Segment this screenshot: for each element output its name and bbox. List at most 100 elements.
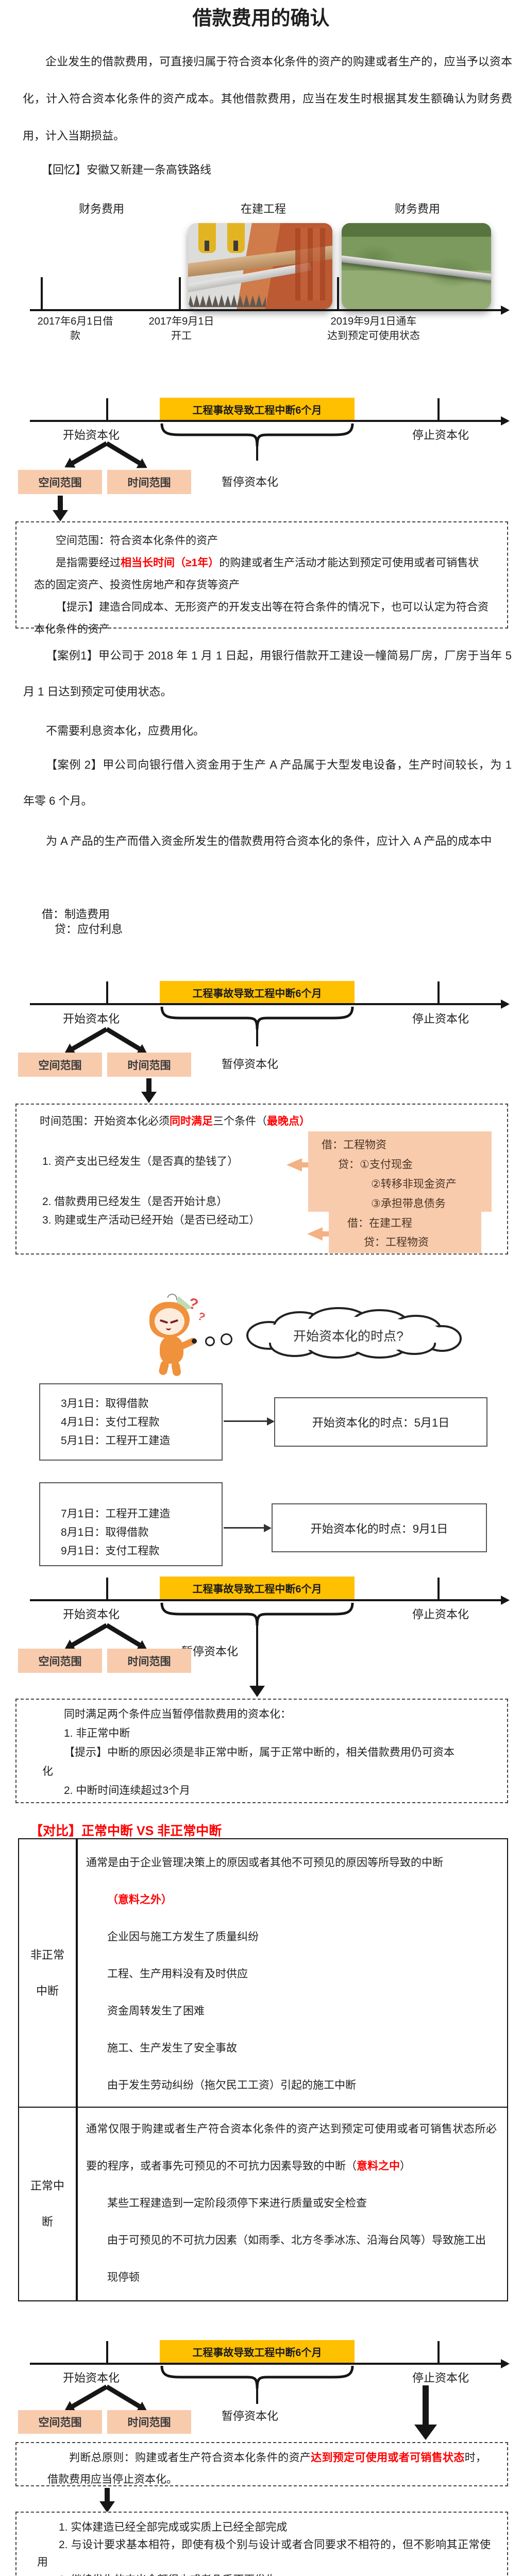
suspend-stem	[256, 445, 258, 461]
space-scope-label: 空间范围	[38, 477, 82, 489]
interrupt-badge: 工程事故导致工程中断6个月	[160, 398, 355, 420]
crane-slot	[233, 241, 238, 251]
exampleA-arrow	[224, 1420, 268, 1422]
diagramB-tick-stop	[437, 981, 440, 1004]
abnormal-desc-red: （意料之外）	[107, 1894, 172, 1906]
principle-down-arrow-head-icon	[99, 2501, 115, 2513]
time-scope-title-red2: 最晚点	[267, 1115, 299, 1127]
time-scope-title-a: 时间范围：开始资本化必须	[40, 1115, 170, 1127]
normal-desc-red: 意料之中	[357, 2160, 400, 2172]
interrupt-badge: 工程事故导致工程中断6个月	[160, 1577, 355, 1599]
stop-down-arrow-head-icon	[414, 2425, 437, 2440]
exampleB-event-1: 7月1日：工程开工建造	[61, 1508, 171, 1520]
exampleA-events-box: 3月1日：取得借款 4月1日：支付工程款 5月1日：工程开工建造	[39, 1383, 223, 1461]
diagramA-axis	[30, 420, 502, 422]
entry2-line1: 借：在建工程	[347, 1217, 412, 1229]
table-row-header-abnormal: 非正常中断	[19, 1839, 77, 2107]
branch-arrow-right	[105, 2384, 142, 2409]
journal-entry-debit: 借：制造费用	[42, 908, 110, 921]
time-condition-2: 2. 借款费用已经发生（是否开始计息）	[42, 1196, 228, 1208]
time-scope-title: 时间范围：开始资本化必须同时满足三个条件（最晚点）	[40, 1113, 310, 1128]
thought-dot-3	[221, 1333, 232, 1345]
suspend-brace-icon	[160, 1006, 354, 1030]
stop-condition-1: 1. 实体建造已经全部完成或实质上已经全部完成	[59, 2521, 288, 2533]
interrupt-label: 工程事故导致工程中断6个月	[192, 988, 322, 999]
suspend-line2: 1. 非正常中断	[64, 1727, 130, 1739]
suspend-stem-long	[256, 1624, 258, 1686]
entry1-line3: ②转移非现金资产	[371, 1178, 457, 1190]
journal-entry-credit: 贷：应付利息	[55, 923, 123, 936]
principle-down-arrow	[105, 2488, 110, 2501]
stop-capitalization-label: 停止资本化	[412, 2371, 469, 2384]
suspend-stem	[256, 1028, 258, 1046]
space-scope-label: 空间范围	[38, 1655, 82, 1668]
interrupt-badge: 工程事故导致工程中断6个月	[160, 2340, 355, 2363]
stop-principle-text: 判断总原则：购建或者生产符合资本化条件的资产达到预定可使用或者可销售状态时，借款…	[47, 2447, 486, 2490]
branch-arrow-left	[71, 441, 108, 466]
thought-dot-1	[192, 1338, 197, 1344]
intro-paragraph: 企业发生的借款费用，可直接归属于符合资本化条件的资产的购建或者生产的，应当予以资…	[23, 55, 512, 142]
abnormal-item-1: 企业因与施工方发生了质量纠纷	[107, 1931, 259, 1943]
compare-table: 非正常中断 通常是由于企业管理决策上的原因或者其他不可预见的原因等所导致的中断 …	[18, 1838, 508, 2301]
stop-capitalization-label: 停止资本化	[412, 1012, 469, 1025]
thought-bubble-text: 开始资本化的时点?	[293, 1329, 403, 1344]
crane-slot	[205, 241, 209, 251]
branch-arrow-right	[105, 1027, 142, 1052]
branch-arrow-left	[71, 1027, 108, 1052]
space-scope-down-arrow-head-icon	[53, 510, 68, 521]
timeline1-tick-2	[179, 277, 181, 310]
time-scope-down-arrow	[146, 1078, 151, 1092]
suspend-brace-icon	[160, 2365, 354, 2389]
phase-label-finance-1: 财务费用	[78, 202, 124, 215]
phase-label-finance-2: 财务费用	[394, 202, 440, 215]
entry1-left-arrow-shaft	[301, 1162, 308, 1167]
normal-desc-b: ）	[400, 2160, 411, 2172]
normal-header-label: 正常中断	[30, 2179, 64, 2228]
diagramC-axis	[30, 1599, 502, 1601]
diagramC-axis-arrow-icon	[501, 1596, 510, 1605]
space-scope-line2-a: 是指需要经过	[56, 557, 121, 569]
time-scope-chip: 时间范围	[107, 1053, 191, 1077]
time-scope-down-arrow-head-icon	[141, 1092, 157, 1103]
space-scope-line1: 空间范围：符合资本化条件的资产	[56, 535, 218, 547]
character-body	[160, 1336, 183, 1364]
diagramC-tick-stop	[437, 1578, 440, 1600]
gear-teeth	[188, 295, 266, 307]
space-scope-down-arrow	[58, 496, 63, 510]
entry1-line1: 借：工程物资	[322, 1139, 386, 1151]
timeline1-tick-3	[337, 277, 339, 310]
entry1-line4: ③承担带息债务	[371, 1198, 446, 1210]
suspend-capitalization-label: 暂停资本化	[222, 1058, 279, 1071]
time-scope-title-b: 三个条件（	[213, 1115, 267, 1127]
diagramD-tick-start	[106, 2341, 108, 2364]
suspend-line1: 同时满足两个条件应当暂停借款费用的资本化：	[64, 1708, 291, 1720]
thinking-character-illustration: ? ?	[148, 1292, 210, 1381]
space-scope-chip: 空间范围	[18, 470, 102, 494]
exampleB-result: 开始资本化的时点：9月1日	[310, 1522, 448, 1535]
entry2-left-arrow-icon	[307, 1227, 323, 1241]
table-row-normal-content: 通常仅限于购建或者生产符合资本化条件的资产达到预定可使用或者可销售状态所必要的程…	[77, 2108, 507, 2300]
suspend-capitalization-label: 暂停资本化	[181, 1645, 239, 1658]
time-scope-label: 时间范围	[127, 2417, 171, 2429]
space-scope-label: 空间范围	[38, 2417, 82, 2429]
exampleB-event-3: 9月1日：支付工程款	[61, 1545, 160, 1557]
exampleB-arrow	[224, 1527, 265, 1529]
character-leg-left	[158, 1360, 170, 1376]
entry2-line2: 贷：工程物资	[364, 1236, 429, 1248]
branch-arrow-right	[105, 441, 142, 466]
phase-label-cip: 在建工程	[240, 202, 286, 215]
space-scope-definition-box: 空间范围：符合资本化条件的资产 是指需要经过相当长时间（≥1年）的购建或者生产活…	[15, 521, 508, 635]
exampleA-event-3: 5月1日：工程开工建造	[61, 1435, 171, 1447]
space-scope-line2-red: 相当长时间（≥1年）	[121, 557, 220, 569]
diagramD-tick-stop	[437, 2341, 440, 2364]
character-mouth	[166, 1326, 171, 1330]
time-scope-conditions-box: 时间范围：开始资本化必须同时满足三个条件（最晚点） 1. 资产支出已经发生（是否…	[15, 1104, 508, 1255]
character-leg-right	[171, 1361, 182, 1377]
time-condition-1: 1. 资产支出已经发生（是否真的垫钱了）	[42, 1156, 239, 1167]
suspend-stem	[256, 2387, 258, 2404]
recall-heading: 【回忆】安徽又新建一条高铁路线	[41, 163, 212, 176]
thought-cloud-icon	[246, 1307, 462, 1359]
exampleB-arrow-head-icon	[264, 1524, 272, 1532]
time-scope-chip: 时间范围	[107, 2410, 191, 2434]
entry1-line2: 贷：①支付现金	[338, 1159, 413, 1171]
